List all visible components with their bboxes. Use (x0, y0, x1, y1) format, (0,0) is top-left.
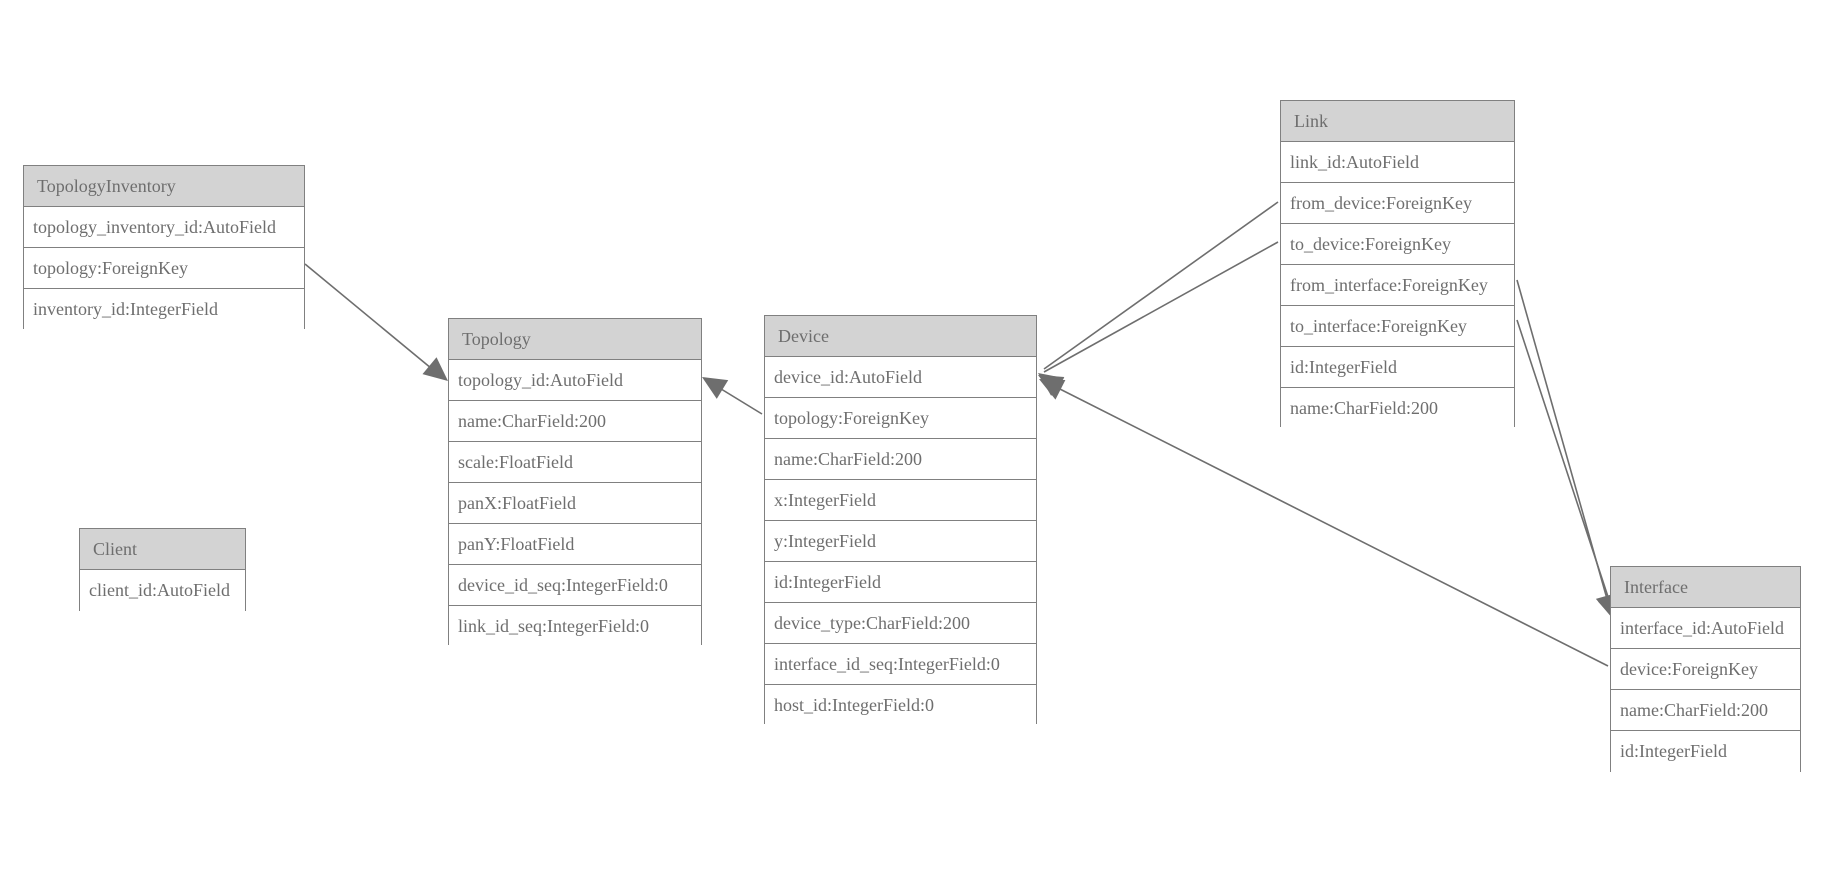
entity-field-topology-1: name:CharField:200 (449, 401, 701, 442)
entity-field-device-3: x:IntegerField (765, 480, 1036, 521)
entity-field-topology-5: device_id_seq:IntegerField:0 (449, 565, 701, 606)
entity-field-interface-3: id:IntegerField (1611, 731, 1800, 772)
entity-field-topology-3: panX:FloatField (449, 483, 701, 524)
entity-field-device-5: id:IntegerField (765, 562, 1036, 603)
entity-title-client: Client (80, 529, 245, 570)
entity-field-client-0: client_id:AutoField (80, 570, 245, 611)
arrowhead-rel-link-to-device (1038, 375, 1065, 397)
connector-rel-link-to-device (1043, 241, 1279, 373)
entity-field-interface-1: device:ForeignKey (1611, 649, 1800, 690)
entity-field-interface-0: interface_id:AutoField (1611, 608, 1800, 649)
entity-field-link-1: from_device:ForeignKey (1281, 183, 1514, 224)
entity-field-topologyinventory-2: inventory_id:IntegerField (24, 289, 304, 330)
connector-rel-link-to-interface (1516, 319, 1615, 616)
entity-field-device-7: interface_id_seq:IntegerField:0 (765, 644, 1036, 685)
entity-title-interface: Interface (1611, 567, 1800, 608)
entity-title-topology: Topology (449, 319, 701, 360)
entity-field-interface-2: name:CharField:200 (1611, 690, 1800, 731)
entity-field-link-3: from_interface:ForeignKey (1281, 265, 1514, 306)
entity-field-topology-4: panY:FloatField (449, 524, 701, 565)
connector-rel-topologyinventory-topology (304, 263, 444, 379)
arrowhead-rel-interface-device (1039, 379, 1066, 400)
entity-field-topology-2: scale:FloatField (449, 442, 701, 483)
entity-title-device: Device (765, 316, 1036, 357)
entity-field-link-4: to_interface:ForeignKey (1281, 306, 1514, 347)
entity-field-link-0: link_id:AutoField (1281, 142, 1514, 183)
entity-field-device-4: y:IntegerField (765, 521, 1036, 562)
connector-rel-link-from-interface (1516, 279, 1612, 614)
entity-field-topology-6: link_id_seq:IntegerField:0 (449, 606, 701, 647)
entity-field-device-2: name:CharField:200 (765, 439, 1036, 480)
entity-field-topology-0: topology_id:AutoField (449, 360, 701, 401)
entity-field-device-1: topology:ForeignKey (765, 398, 1036, 439)
entity-field-topologyinventory-0: topology_inventory_id:AutoField (24, 207, 304, 248)
entity-field-link-6: name:CharField:200 (1281, 388, 1514, 429)
entity-title-topologyinventory: TopologyInventory (24, 166, 304, 207)
connector-rel-device-topology (707, 380, 763, 415)
connector-rel-link-from-device (1043, 201, 1279, 370)
entity-field-link-2: to_device:ForeignKey (1281, 224, 1514, 265)
entity-title-link: Link (1281, 101, 1514, 142)
entity-field-topologyinventory-1: topology:ForeignKey (24, 248, 304, 289)
entity-field-link-5: id:IntegerField (1281, 347, 1514, 388)
entity-field-device-0: device_id:AutoField (765, 357, 1036, 398)
entity-field-device-8: host_id:IntegerField:0 (765, 685, 1036, 726)
entity-field-device-6: device_type:CharField:200 (765, 603, 1036, 644)
